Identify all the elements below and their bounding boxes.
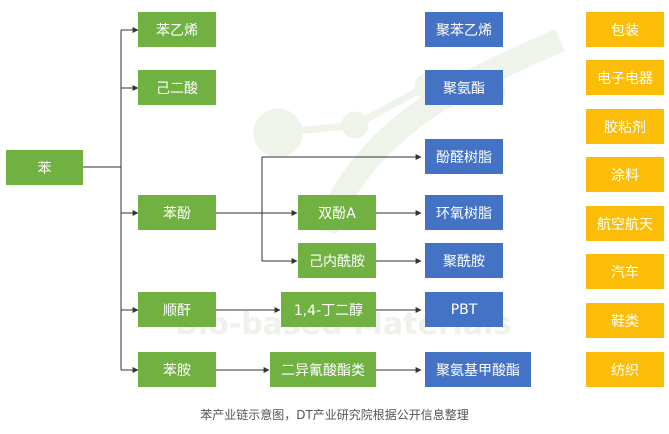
node-diisocyanate: 二异氰酸酯类 <box>270 352 376 387</box>
node-caprolactam: 己内酰胺 <box>298 243 376 278</box>
node-adipic-acid: 己二酸 <box>138 70 216 105</box>
product-phenolic-resin: 酚醛树脂 <box>425 139 503 174</box>
application-automotive: 汽车 <box>586 254 664 289</box>
application-footwear: 鞋类 <box>586 303 664 338</box>
product-polystyrene: 聚苯乙烯 <box>425 12 503 47</box>
product-pbt: PBT <box>425 292 503 327</box>
node-maleic-anhydride: 顺酐 <box>138 292 216 327</box>
node-phenol: 苯酚 <box>138 195 216 230</box>
application-packaging: 包装 <box>586 12 664 47</box>
application-electronics: 电子电器 <box>586 60 664 95</box>
product-polyurethane: 聚氨基甲酸酯 <box>425 352 531 387</box>
application-textiles: 纺织 <box>586 352 664 387</box>
application-coatings: 涂料 <box>586 157 664 192</box>
node-benzene: 苯 <box>6 150 83 185</box>
product-polyurethane-ester: 聚氨酯 <box>425 70 503 105</box>
product-epoxy-resin: 环氧树脂 <box>425 195 503 230</box>
application-aerospace: 航空航天 <box>586 206 664 241</box>
node-bisphenol-a: 双酚A <box>298 195 376 230</box>
node-aniline: 苯胺 <box>138 352 216 387</box>
application-adhesives: 胶粘剂 <box>586 109 664 144</box>
node-butanediol: 1,4-丁二醇 <box>281 292 376 327</box>
product-polyamide: 聚酰胺 <box>425 243 503 278</box>
node-styrene: 苯乙烯 <box>138 12 216 47</box>
figure-caption: 苯产业链示意图，DT产业研究院根据公开信息整理 <box>200 408 469 422</box>
